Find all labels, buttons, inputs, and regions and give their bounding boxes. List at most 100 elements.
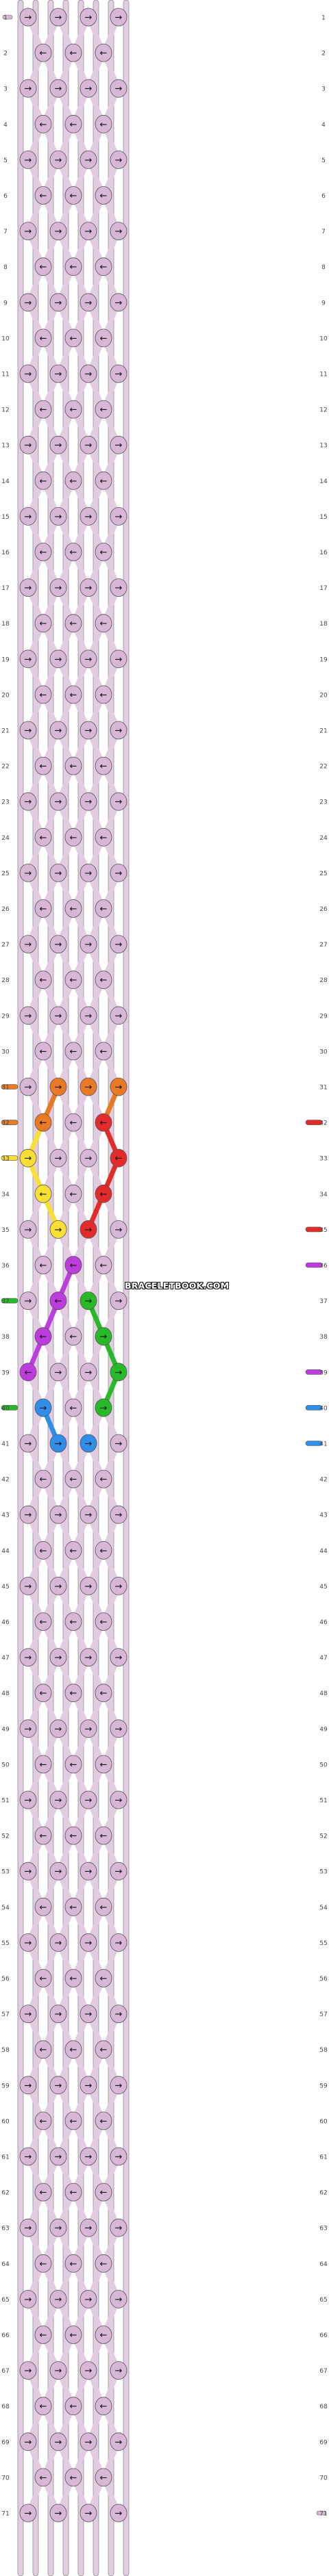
- knot: [110, 2503, 127, 2523]
- arrow-right-icon: →: [115, 940, 123, 950]
- row-number-right: 13: [319, 443, 327, 450]
- row-number-left: 35: [1, 1227, 9, 1234]
- row-number-right: 68: [319, 2404, 328, 2410]
- arrow-right-icon: →: [115, 370, 123, 380]
- row-number-right: 71: [319, 2511, 327, 2518]
- arrow-left-icon: ←: [40, 1261, 47, 1271]
- arrow-right-icon: →: [115, 13, 123, 23]
- knot: [49, 8, 67, 27]
- arrow-left-icon: ←: [70, 1261, 77, 1271]
- knot: [34, 2397, 52, 2416]
- row-number-left: 69: [1, 2439, 10, 2446]
- left-tail: [1, 1405, 19, 1411]
- knot: [49, 649, 67, 669]
- row-number-left: 3: [3, 86, 8, 93]
- knot: [64, 899, 82, 918]
- row-number-right: 15: [319, 514, 327, 521]
- arrow-right-icon: →: [85, 370, 93, 380]
- arrow-right-icon: →: [55, 868, 62, 879]
- arrow-left-icon: ←: [40, 2188, 47, 2198]
- row-number-left: 42: [1, 1477, 9, 1484]
- knot: [95, 756, 112, 775]
- knot: [34, 114, 52, 133]
- knot: [34, 1969, 52, 1987]
- knot: [110, 2361, 127, 2380]
- arrow-left-icon: ←: [40, 975, 47, 986]
- row-number-right: 34: [319, 1192, 328, 1198]
- row-number-right: 19: [319, 656, 328, 663]
- arrow-right-icon: →: [115, 2152, 123, 2163]
- arrow-left-icon: ←: [70, 690, 77, 700]
- row-number-left: 34: [1, 1192, 10, 1198]
- row-number-right: 23: [319, 799, 327, 806]
- knot: [95, 2397, 112, 2416]
- arrow-left-icon: ←: [70, 548, 77, 558]
- arrow-left-icon: ←: [70, 1974, 77, 1984]
- knot: [64, 1755, 82, 1774]
- knot: [34, 1256, 52, 1274]
- knot: [64, 2040, 82, 2059]
- row-number-left: 5: [3, 157, 8, 164]
- arrow-left-icon: ←: [70, 2188, 77, 2198]
- knot: [49, 150, 67, 169]
- row-number-left: 17: [1, 585, 9, 592]
- row-number-left: 71: [1, 2511, 9, 2518]
- knot: [49, 721, 67, 740]
- row-number-right: 24: [319, 835, 328, 842]
- knot: [95, 685, 112, 704]
- knot: [64, 43, 82, 62]
- arrow-right-icon: →: [85, 1867, 93, 1877]
- arrow-left-icon: ←: [100, 1760, 108, 1770]
- arrow-left-icon: ←: [70, 904, 77, 914]
- row-number-left: 39: [1, 1369, 10, 1376]
- knot: [64, 1042, 82, 1061]
- arrow-right-icon: →: [85, 441, 93, 451]
- knot: [80, 2147, 97, 2166]
- arrow-left-icon: ←: [115, 1154, 123, 1164]
- knot: [80, 2005, 97, 2024]
- row-number-left: 51: [1, 1798, 9, 1805]
- knot: [110, 435, 127, 454]
- arrow-right-icon: →: [25, 1154, 32, 1164]
- knot: [19, 1505, 37, 1524]
- knot: [19, 864, 37, 882]
- knot: [49, 2361, 67, 2380]
- arrow-right-icon: →: [55, 940, 62, 950]
- arrow-left-icon: ←: [100, 49, 108, 59]
- knot: [80, 222, 97, 241]
- arrow-left-icon: ←: [70, 619, 77, 629]
- arrow-left-icon: ←: [40, 1903, 47, 1913]
- arrow-right-icon: →: [55, 654, 62, 665]
- row-number-left: 9: [3, 300, 8, 307]
- arrow-left-icon: ←: [70, 2401, 77, 2412]
- arrow-left-icon: ←: [40, 2259, 47, 2269]
- arrow-left-icon: ←: [100, 1546, 108, 1556]
- knot: [19, 1220, 37, 1239]
- arrow-left-icon: ←: [70, 833, 77, 843]
- row-number-left: 55: [1, 1940, 9, 1947]
- row-number-right: 17: [319, 585, 327, 592]
- row-number-right: 52: [319, 1833, 327, 1840]
- right-tail: [305, 1262, 323, 1268]
- arrow-left-icon: ←: [70, 1617, 77, 1627]
- arrow-right-icon: →: [25, 1510, 32, 1521]
- arrow-right-icon: →: [85, 654, 93, 665]
- row-number-right: 7: [321, 229, 326, 235]
- arrow-left-icon: ←: [70, 1546, 77, 1556]
- knot: [95, 186, 112, 205]
- row-number-left: 22: [1, 764, 9, 771]
- arrow-right-icon: →: [85, 1225, 93, 1235]
- row-number-right: 61: [319, 2154, 327, 2161]
- arrow-right-icon: →: [115, 1582, 123, 1592]
- arrow-right-icon: →: [115, 1083, 123, 1093]
- row-number-left: 58: [1, 2047, 10, 2054]
- row-number-right: 27: [319, 942, 327, 949]
- knot: [95, 1755, 112, 1774]
- knot: [19, 1862, 37, 1881]
- knot: [64, 685, 82, 704]
- knot: [110, 864, 127, 882]
- knot: [110, 649, 127, 669]
- knot: [19, 8, 37, 27]
- arrow-left-icon: ←: [70, 1332, 77, 1342]
- knot: [49, 864, 67, 882]
